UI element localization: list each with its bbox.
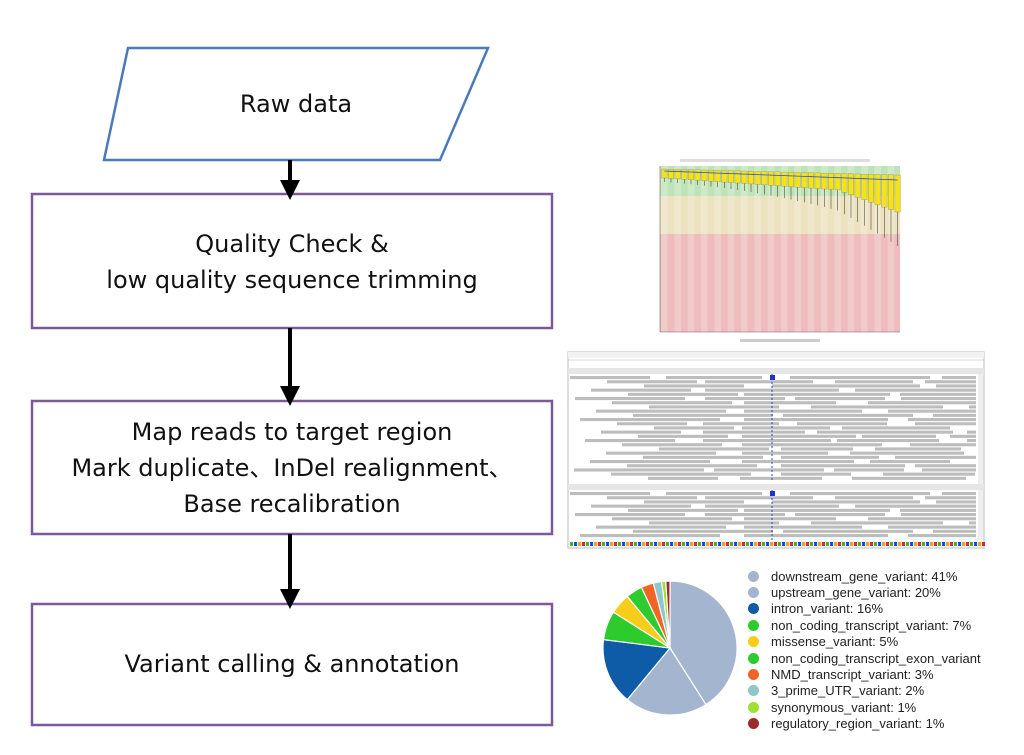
legend-label: downstream_gene_variant: 41% (771, 568, 958, 584)
legend-swatch (748, 652, 759, 664)
legend-label: missense_variant: 5% (771, 634, 899, 650)
variant-calling-node (30, 602, 554, 727)
legend-item: missense_variant: 5% (748, 634, 1018, 650)
legend-swatch (748, 718, 759, 730)
legend-swatch (748, 636, 759, 648)
quality-check-text: Quality Check & low quality sequence tri… (34, 226, 550, 298)
raw-data-node (102, 46, 490, 162)
raw-data-label: Raw data (239, 90, 353, 118)
legend-item: 3_prime_UTR_variant: 2% (748, 683, 1018, 699)
legend-label: regulatory_region_variant: 1% (771, 716, 945, 732)
mapping-label-line3: Base recalibration (183, 490, 401, 518)
legend-item: non_coding_transcript_exon_variant (748, 650, 1018, 666)
quality-check-node (30, 192, 554, 330)
legend-label: intron_variant: 16% (771, 601, 884, 617)
legend-item: non_coding_transcript_variant: 7% (748, 617, 1018, 633)
mapping-label-line1: Map reads to target region (131, 418, 453, 446)
variant-pie-chart (602, 580, 738, 716)
raw-data-text: Raw data (116, 76, 476, 132)
legend-swatch (748, 619, 759, 631)
legend-item: downstream_gene_variant: 41% (748, 568, 1018, 584)
legend-item: intron_variant: 16% (748, 601, 1018, 617)
pie-slice-regulatory-region-variant (665, 580, 671, 649)
legend-label: non_coding_transcript_exon_variant (771, 650, 981, 666)
legend-label: NMD_transcript_variant: 3% (771, 667, 934, 683)
legend-label: synonymous_variant: 1% (771, 699, 917, 715)
mapping-label-line2: Mark duplicate、InDel realignment、 (71, 454, 513, 482)
variant-calling-label: Variant calling & annotation (124, 650, 460, 678)
legend-swatch (748, 603, 759, 615)
legend-item: synonymous_variant: 1% (748, 699, 1018, 715)
legend-swatch (748, 570, 759, 582)
quality-plot-image (648, 158, 906, 345)
quality-check-label-line1: Quality Check & (195, 230, 389, 258)
alignment-view-image (567, 351, 985, 549)
legend-item: NMD_transcript_variant: 3% (748, 666, 1018, 682)
legend-swatch (748, 701, 759, 713)
pie-legend: downstream_gene_variant: 41%upstream_gen… (748, 568, 1018, 732)
legend-swatch (748, 669, 759, 681)
legend-item: regulatory_region_variant: 1% (748, 716, 1018, 732)
legend-label: 3_prime_UTR_variant: 2% (771, 683, 925, 699)
legend-swatch (748, 587, 759, 599)
legend-item: upstream_gene_variant: 20% (748, 584, 1018, 600)
pie-slice-intron-variant (602, 638, 672, 701)
pie-slice-upstream-gene-variant (626, 646, 707, 716)
variant-calling-text: Variant calling & annotation (34, 636, 550, 692)
legend-swatch (748, 685, 759, 697)
mapping-text: Map reads to target region Mark duplicat… (34, 412, 550, 524)
quality-check-label-line2: low quality sequence trimming (106, 266, 478, 294)
legend-label: upstream_gene_variant: 20% (771, 585, 941, 601)
legend-label: non_coding_transcript_variant: 7% (771, 617, 972, 633)
